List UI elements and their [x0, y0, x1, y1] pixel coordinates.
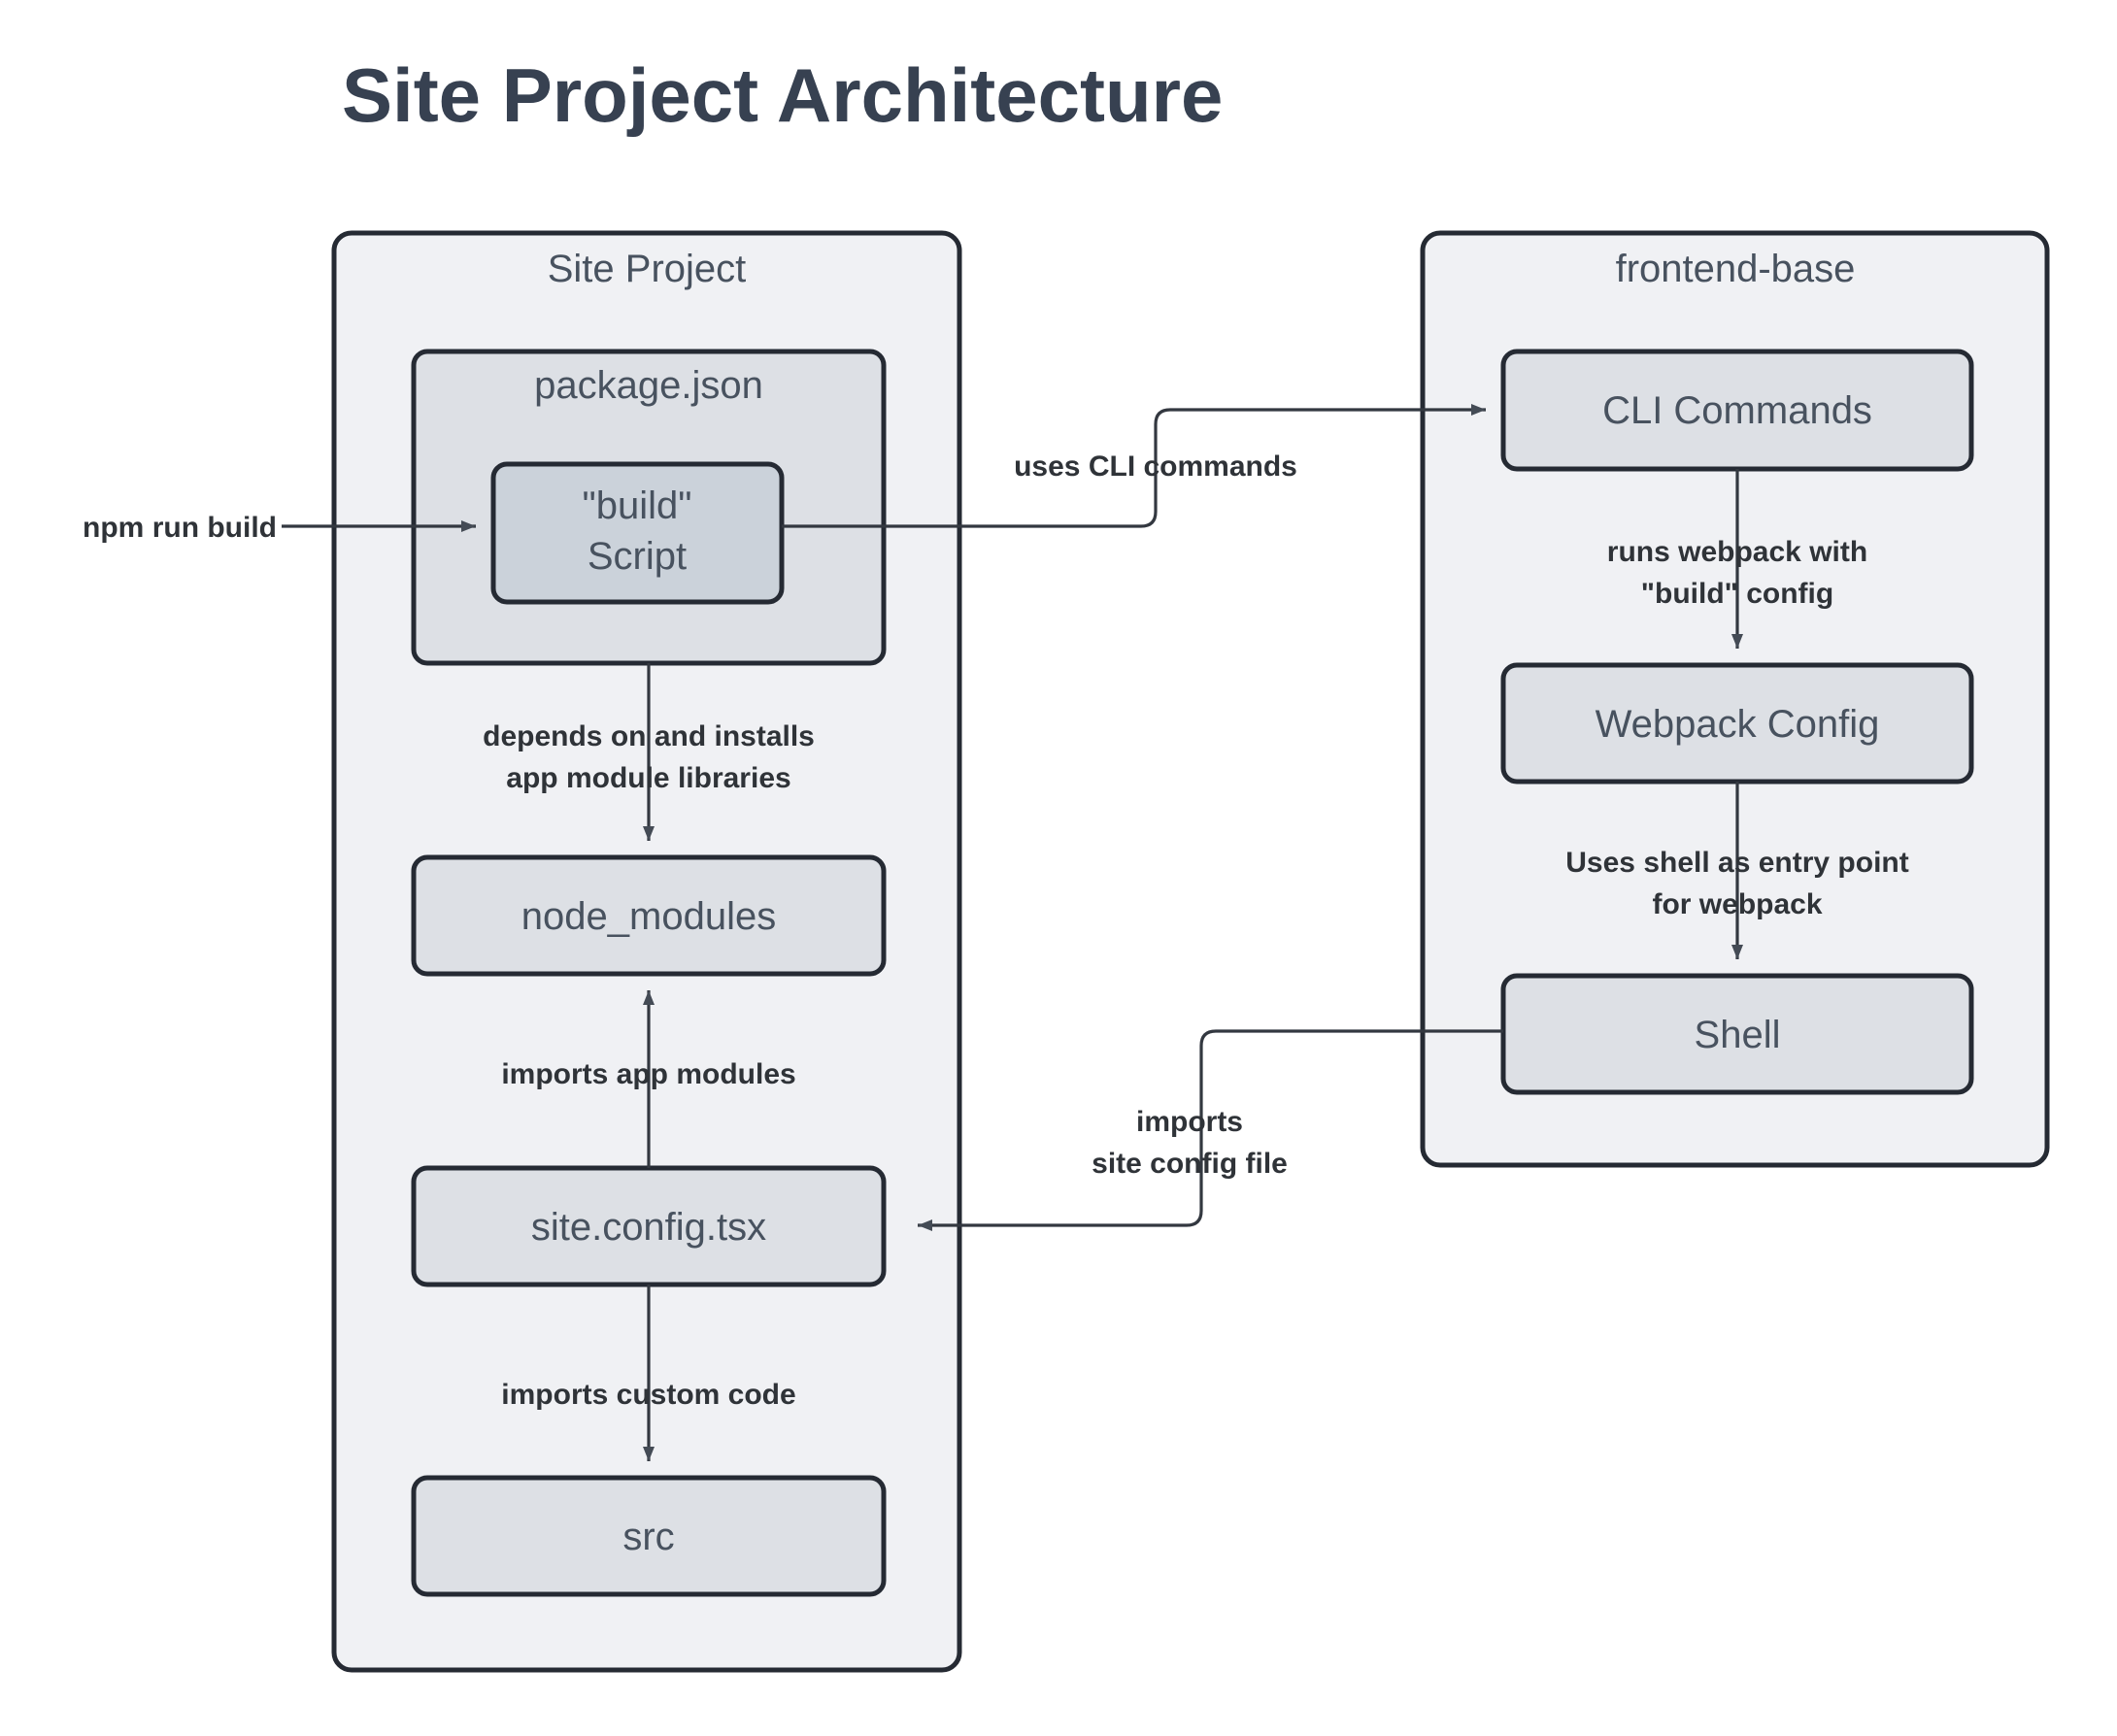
edge-imports-site-config-label-line2: site config file [1092, 1148, 1288, 1180]
edge-uses-shell-entry-label-line1: Uses shell as entry point [1565, 847, 1908, 879]
edge-imports-site-config-label-line1: imports [1136, 1106, 1243, 1138]
edge-uses-cli-commands-label: uses CLI commands [1014, 451, 1297, 483]
edge-runs-webpack-label-line1: runs webpack with [1607, 536, 1867, 568]
edge-imports-site-config [918, 1029, 1503, 1231]
node-shell-label: Shell [1695, 1014, 1781, 1056]
page-title: Site Project Architecture [342, 52, 1223, 138]
node-src-label: src [622, 1516, 674, 1558]
node-cli-commands-label: CLI Commands [1602, 389, 1872, 432]
node-build-script-label-line1: "build" [583, 484, 692, 527]
edge-imports-custom-code-label: imports custom code [501, 1379, 795, 1411]
cluster-frontend-base-label: frontend-base [1616, 248, 1856, 290]
node-site-config-tsx-label: site.config.tsx [531, 1206, 766, 1249]
edge-depends-installs-label-line1: depends on and installs [483, 720, 815, 752]
node-package-json-label: package.json [534, 364, 763, 407]
edge-runs-webpack-label-line2: "build" config [1641, 578, 1833, 610]
edge-imports-app-modules-label: imports app modules [501, 1058, 795, 1090]
node-src[interactable] [411, 1475, 887, 1597]
node-node-modules-label: node_modules [521, 895, 776, 938]
edge-npm-run-build-label: npm run build [83, 512, 277, 544]
node-webpack-config-label: Webpack Config [1596, 703, 1880, 746]
node-node-modules[interactable] [411, 854, 887, 977]
node-build-script[interactable] [490, 461, 785, 605]
edge-uses-cli-commands [782, 404, 1486, 528]
cluster-site-project-label: Site Project [548, 248, 747, 290]
node-build-script-label-line2: Script [588, 535, 687, 578]
node-shell[interactable] [1500, 973, 1974, 1095]
edge-uses-shell-entry-label-line2: for webpack [1652, 888, 1822, 920]
edge-depends-installs-label-line2: app module libraries [506, 762, 790, 794]
